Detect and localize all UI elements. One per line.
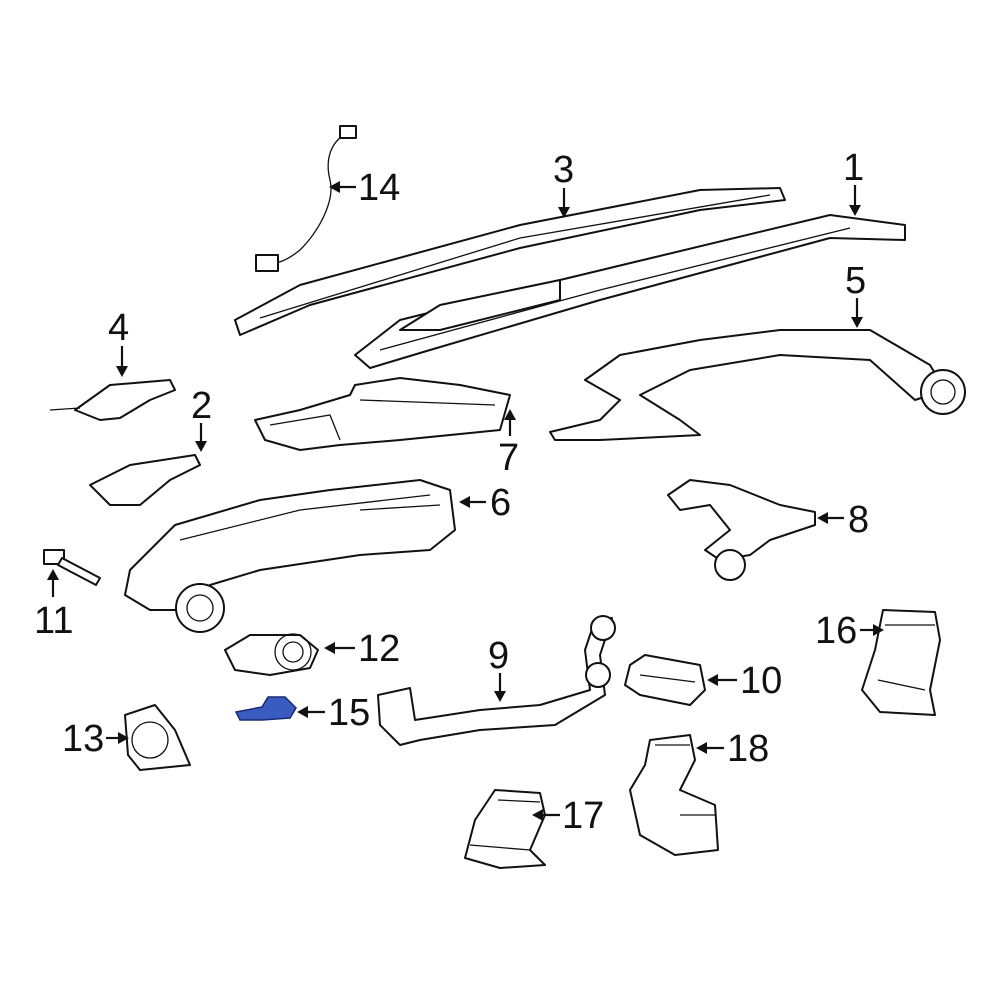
part-9-tube[interactable] <box>377 615 616 746</box>
callout-label: 6 <box>490 482 511 524</box>
part-14-wire-harness[interactable] <box>255 125 357 272</box>
callout-label: 13 <box>62 718 104 760</box>
callout-label: 2 <box>191 385 212 427</box>
callout-16: 16 <box>815 610 884 652</box>
part-2-bracket[interactable] <box>89 454 201 506</box>
callout-label: 5 <box>845 260 866 302</box>
callout-3: 3 <box>553 149 574 218</box>
part-5-side-duct[interactable] <box>549 329 966 441</box>
callout-label: 14 <box>358 167 400 209</box>
callout-label: 12 <box>358 628 400 670</box>
part-10-vent[interactable] <box>624 654 706 706</box>
part-18-duct[interactable] <box>629 734 719 856</box>
callout-label: 15 <box>328 692 370 734</box>
callout-13: 13 <box>62 718 129 760</box>
callout-label: 11 <box>34 600 73 642</box>
part-12-vent[interactable] <box>224 633 319 676</box>
callout-6: 6 <box>459 482 511 524</box>
callout-label: 4 <box>108 307 129 349</box>
callout-label: 10 <box>740 660 782 702</box>
callout-14: 14 <box>329 167 400 209</box>
callout-5: 5 <box>845 260 866 328</box>
part-13-bezel[interactable] <box>124 704 191 771</box>
callout-1: 1 <box>843 147 864 216</box>
part-1-dash-duct[interactable] <box>354 214 906 369</box>
part-3-defroster-duct[interactable] <box>234 187 786 336</box>
callout-label: 9 <box>488 635 509 677</box>
part-11-sensor[interactable] <box>43 549 101 586</box>
callout-18: 18 <box>696 728 769 770</box>
callout-11: 11 <box>34 569 73 642</box>
callout-2: 2 <box>191 385 212 452</box>
part-15-clip-highlighted[interactable] <box>234 696 297 721</box>
callout-label: 7 <box>498 437 519 479</box>
callout-label: 8 <box>848 499 869 541</box>
callout-label: 17 <box>562 795 604 837</box>
part-4-bracket[interactable] <box>49 379 176 421</box>
callout-15: 15 <box>297 692 370 734</box>
callout-12: 12 <box>324 628 400 670</box>
part-15-fill <box>234 696 297 721</box>
callout-7: 7 <box>498 409 519 479</box>
part-7-center-duct[interactable] <box>254 377 511 451</box>
part-8-duct[interactable] <box>667 479 816 581</box>
callout-label: 16 <box>815 610 857 652</box>
callout-10: 10 <box>707 660 782 702</box>
part-17-duct[interactable] <box>464 789 546 869</box>
callout-label: 18 <box>727 728 769 770</box>
callout-label: 3 <box>553 149 574 191</box>
callout-label: 1 <box>843 147 864 189</box>
callout-9: 9 <box>488 635 509 702</box>
callout-4: 4 <box>108 307 129 377</box>
part-16-duct[interactable] <box>861 609 941 716</box>
callout-8: 8 <box>817 499 869 541</box>
part-6-main-duct[interactable] <box>124 479 456 633</box>
callout-17: 17 <box>532 795 604 837</box>
